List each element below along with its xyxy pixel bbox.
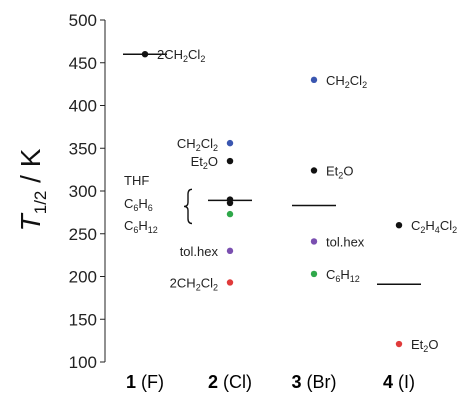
y-tick-label: 300 [69,182,97,201]
group-label: C6H12 [124,218,158,235]
y-tick-label: 100 [69,353,97,372]
group-label: THF [124,173,149,188]
data-point-label: 2CH2Cl2 [170,275,218,292]
data-point [226,157,234,165]
x-category-label: 3 (Br) [291,372,336,392]
data-point [310,76,318,84]
y-tick-label: 500 [69,11,97,30]
data-point [395,340,403,348]
x-category-label: 4 (I) [383,372,415,392]
y-tick-label: 150 [69,310,97,329]
chart-marks [123,51,421,348]
x-category-label: 2 (Cl) [208,372,252,392]
y-tick-label: 250 [69,225,97,244]
data-point-label: Et2O [411,337,438,354]
data-point [310,167,318,174]
data-point [226,210,234,218]
data-point [226,247,234,255]
y-axis-label: T1/2 / K [15,148,50,231]
data-point [226,139,234,147]
data-point-label: Et2O [326,163,353,180]
y-tick-label: 400 [69,97,97,116]
chart-labels: 2CH2Cl2CH2Cl2Et2Otol.hex2CH2Cl2CH2Cl2Et2… [124,47,457,354]
data-point [395,222,403,229]
data-point-label: tol.hex [326,234,365,249]
data-point [310,270,318,278]
group-label: C6H6 [124,196,153,213]
brace-mark [183,188,193,225]
data-point [226,279,234,286]
y-tick-label: 350 [69,139,97,158]
data-point [141,51,149,58]
data-point-label: 2CH2Cl2 [157,47,205,64]
data-point-label: C2H4Cl2 [411,218,457,235]
y-tick-label: 200 [69,268,97,287]
data-point-label: CH2Cl2 [326,73,367,90]
data-point-label: CH2Cl2 [177,136,218,153]
data-point-label: tol.hex [180,244,219,259]
data-point-label: Et2O [191,154,218,171]
x-category-label: 1 (F) [126,372,164,392]
data-point [310,238,318,245]
data-point-label: C6H12 [326,267,360,284]
y-tick-label: 450 [69,54,97,73]
data-point [226,199,234,207]
